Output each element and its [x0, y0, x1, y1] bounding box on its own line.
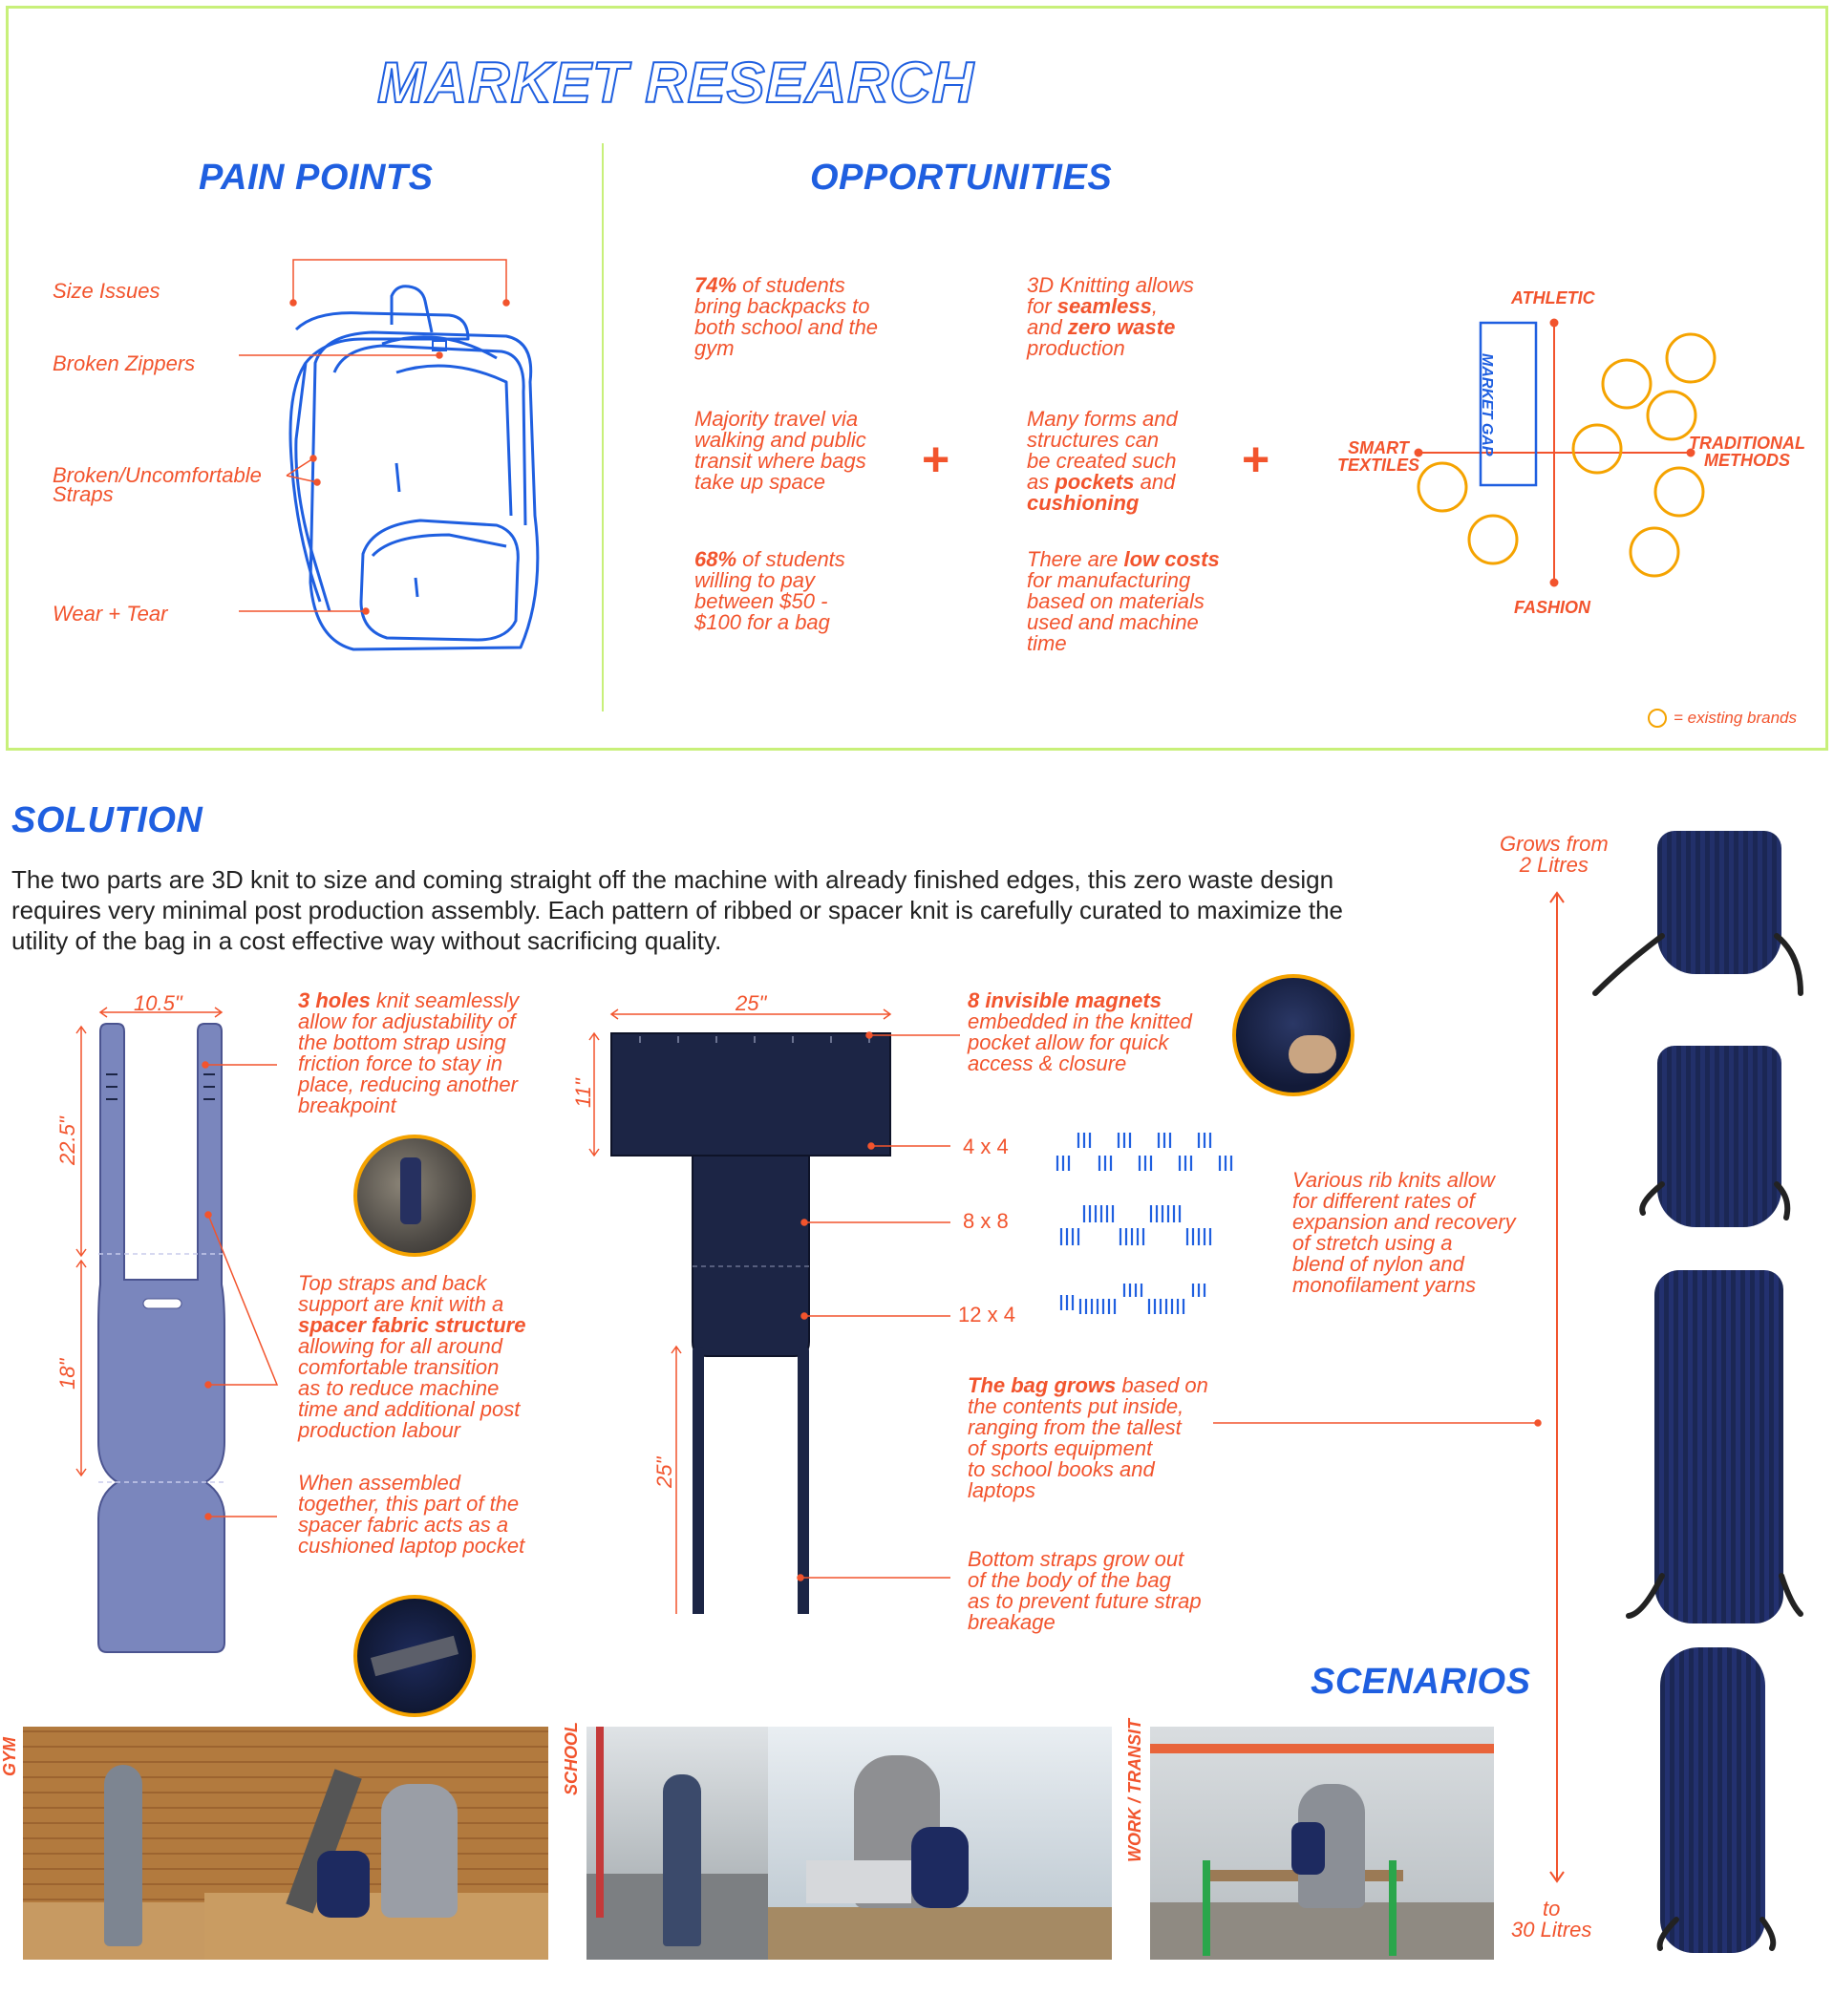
opportunity-stat-74: 74% of students bring backpacks to both … [694, 273, 879, 360]
bag-photo-2l [1657, 831, 1781, 974]
pain-point-straps: Broken/Uncomfortable Straps [53, 463, 262, 506]
market-research-panel [6, 6, 1828, 751]
section-divider [602, 143, 604, 711]
growth-arrow [1549, 891, 1565, 1883]
note-bag-grows: The bag grows based on the contents put … [968, 1373, 1208, 1502]
market-matrix [1414, 318, 1717, 587]
scenario-label-gym: GYM [0, 1736, 19, 1776]
bag-photo-30l [1660, 1647, 1765, 1953]
scenario-label-work-transit: WORK / TRANSIT [1125, 1719, 1144, 1862]
note-spacer-fabric: Top straps and back support are knit wit… [298, 1271, 526, 1442]
dim-right-width: 25" [736, 991, 767, 1015]
scenario-photo-school-1 [586, 1727, 768, 1960]
note-rib-knits: Various rib knits allow for different ra… [1292, 1168, 1516, 1297]
bag-photo-small [1657, 1046, 1781, 1227]
bag-straps [1592, 933, 1803, 1951]
note-magnets: 8 invisible magnets embedded in the knit… [968, 988, 1192, 1075]
detail-photo-holes [353, 1135, 476, 1257]
scenario-photo-transit [1150, 1727, 1494, 1960]
opportunity-transit: Majority travel via walking and public t… [694, 407, 866, 494]
dim-left-width: 10.5" [134, 991, 182, 1015]
note-three-holes: 3 holes knit seamlessly allow for adjust… [298, 988, 520, 1117]
solution-description: The two parts are 3D knit to size and co… [11, 865, 1344, 955]
rib-label-8x8: 8 x 8 [963, 1209, 1009, 1233]
plus-icon-2: + [1242, 433, 1270, 486]
opportunity-structures: Many forms and structures can be created… [1027, 407, 1178, 515]
existing-brand-circles [1417, 332, 1717, 578]
right-pattern-piece [588, 1008, 892, 1614]
legend-circle-icon [1648, 709, 1667, 728]
pain-point-wear: Wear + Tear [53, 602, 168, 626]
matrix-bottom-label: FASHION [1514, 598, 1591, 617]
market-gap-box [1479, 321, 1538, 487]
market-gap-label: MARKET GAP [1479, 353, 1495, 456]
right-part-connectors [797, 1031, 1542, 1581]
scenarios-heading: SCENARIOS [1311, 1662, 1531, 1702]
opportunities-heading: OPPORTUNITIES [810, 158, 1113, 198]
matrix-top-label: ATHLETIC [1511, 288, 1595, 308]
opportunity-stat-68: 68% of students willing to pay between $… [694, 547, 845, 634]
note-bottom-straps: Bottom straps grow out of the body of th… [968, 1547, 1202, 1634]
rib-pattern-icons [1056, 1133, 1233, 1314]
solution-heading: SOLUTION [11, 800, 203, 840]
rib-label-12x4: 12 x 4 [958, 1303, 1015, 1326]
pain-point-zippers: Broken Zippers [53, 351, 196, 375]
pain-point-size: Size Issues [53, 279, 160, 303]
left-part-connectors [202, 1061, 279, 1520]
detail-photo-magnets [1232, 974, 1354, 1096]
rib-label-4x4: 4 x 4 [963, 1135, 1009, 1158]
left-pattern-piece [75, 1007, 225, 1653]
plus-icon: + [922, 433, 950, 486]
backpack-icon [288, 285, 540, 651]
market-research-title: MARKET RESEARCH [376, 50, 975, 116]
scenario-photo-gym-2 [204, 1727, 548, 1960]
pain-point-connectors [239, 259, 510, 615]
bag-photo-large [1654, 1270, 1783, 1623]
detail-photo-laptop-pocket [353, 1595, 476, 1717]
scenario-photo-school-2 [768, 1727, 1112, 1960]
pain-points-heading: PAIN POINTS [199, 158, 434, 198]
scenario-photo-gym-1 [23, 1727, 204, 1960]
legend-text: = existing brands [1674, 709, 1797, 727]
scenario-label-school: SCHOOL [562, 1721, 581, 1795]
opportunity-low-costs: There are low costs for manufacturing ba… [1027, 547, 1220, 655]
note-laptop-pocket: When assembled together, this part of th… [298, 1471, 525, 1558]
opportunity-3d-knitting: 3D Knitting allows for seamless, and zer… [1027, 273, 1194, 360]
